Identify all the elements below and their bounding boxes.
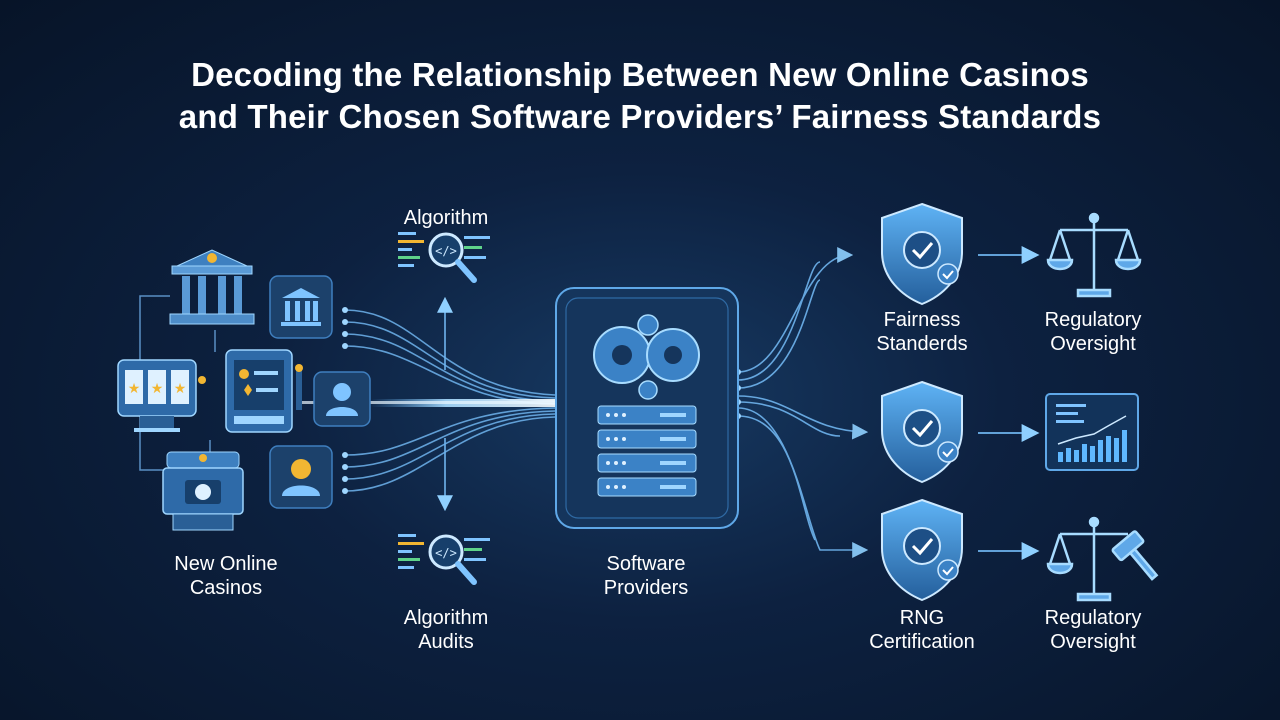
code-magnifier-icon: </> [398,232,490,283]
page-title: Decoding the Relationship Between New On… [0,54,1280,138]
svg-text:</>: </> [435,546,457,560]
user-avatar-icon [269,445,333,509]
label-regulatory-oversight-top: Regulatory Oversight [1018,308,1168,356]
svg-text:★: ★ [174,381,187,397]
label-new-online-casinos: New Online Casinos [146,552,306,600]
label-algorithm: Algorithm [376,206,516,230]
label-regulatory-bottom-line-1: Regulatory [1044,607,1142,629]
label-fairness-line-1: Fairness [883,309,961,331]
label-software-line-2: Providers [603,577,689,599]
outcome-arrows [978,246,1040,560]
shield-check-icon [881,202,963,306]
label-fairness-line-2: Standerds [876,333,968,355]
label-rng-line-2: Certification [869,631,975,653]
label-casinos-line-1: New Online [174,553,278,575]
bar-chart-icon [1045,393,1139,471]
slot-machine-icon: ★ ★ ★ [117,359,206,432]
label-software-line-1: Software [606,553,686,575]
label-regulatory-oversight-bottom: Regulatory Oversight [1018,606,1168,654]
label-rng-certification: RNG Certification [852,606,992,654]
title-line-1: Decoding the Relationship Between New On… [191,56,1089,93]
label-algorithm-audits: Algorithm Audits [376,606,516,654]
label-audits-line-1: Algorithm [403,607,489,629]
label-software-providers: Software Providers [566,552,726,600]
svg-text:★: ★ [128,381,141,397]
server-rack-icon [597,405,697,497]
small-bank-icon [269,275,333,339]
label-casinos-line-2: Casinos [189,577,263,599]
user-icon [313,371,371,427]
code-magnifier-icon: </> [398,534,490,585]
bank-icon [169,249,255,325]
shield-check-icon [881,380,963,484]
label-regulatory-bottom-line-2: Oversight [1050,631,1136,653]
title-line-2: and Their Chosen Software Providers’ Fai… [178,98,1102,135]
label-audits-line-2: Audits [418,631,474,653]
gavel-scales-icon [1046,516,1159,602]
label-regulatory-top-line-1: Regulatory [1044,309,1142,331]
svg-text:</>: </> [435,244,457,258]
label-fairness-standards: Fairness Standerds [852,308,992,356]
connector-dots [342,307,348,494]
shield-check-icon [881,498,963,602]
casino-terminal-icon [162,451,244,531]
scales-icon [1046,212,1142,298]
gears-icon [593,314,700,400]
software-provider-panel [555,287,739,529]
label-regulatory-top-line-2: Oversight [1050,333,1136,355]
label-rng-line-1: RNG [899,607,945,629]
label-algorithm-line: Algorithm [403,207,489,229]
svg-text:★: ★ [151,381,164,397]
tablet-slot-icon [225,349,303,433]
right-flow-lines [737,247,869,558]
